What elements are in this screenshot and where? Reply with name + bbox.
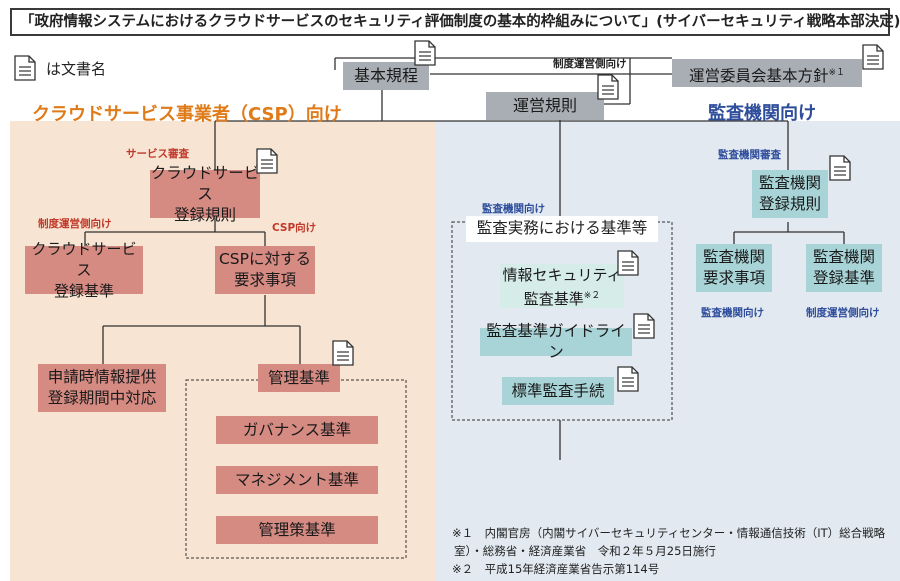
- guideline-doc: [633, 313, 655, 343]
- document-icon: [617, 366, 639, 392]
- committee-policy-mark: ※１: [828, 68, 846, 78]
- control-box: 管理策基準: [216, 516, 378, 544]
- infosec-criteria-box: 情報セキュリティ 監査基準※２: [500, 264, 624, 308]
- governance-box: ガバナンス基準: [216, 416, 378, 444]
- document-icon: [617, 250, 639, 276]
- service-review-label: サービス審査: [126, 148, 189, 160]
- audit-req-label: 監査機関向け: [701, 307, 764, 319]
- procedure-box: 標準監査手続: [502, 377, 614, 405]
- csp-operator-label: 制度運営側向け: [38, 218, 112, 230]
- committee-policy-doc: [862, 44, 884, 74]
- audit-reg-criteria-box: 監査機関 登録基準: [806, 244, 882, 292]
- csp-for-label: CSP向け: [272, 222, 317, 234]
- document-icon: [862, 44, 884, 70]
- audit-heading: 監査機関向け: [708, 103, 816, 124]
- page-title: 「政府情報システムにおけるクラウドサービスのセキュリティ評価制度の基本的枠組みに…: [10, 8, 900, 36]
- mgmt-criteria-doc: [332, 340, 354, 370]
- procedure-doc: [617, 366, 639, 396]
- document-icon: [332, 340, 354, 366]
- audit-reg-rules-box: 監査機関 登録規則: [752, 170, 828, 218]
- document-icon: [256, 148, 278, 174]
- infosec-criteria-label: 情報セキュリティ 監査基準: [502, 266, 622, 308]
- document-icon: [829, 155, 851, 181]
- mgmt-criteria-box: 管理基準: [258, 364, 340, 392]
- audit-for-label: 監査機関向け: [482, 203, 545, 215]
- legend-label: は文書名: [46, 60, 107, 78]
- csp-reg-rules-box: クラウドサービス 登録規則: [150, 163, 260, 224]
- application-box: 申請時情報提供 登録期間中対応: [38, 364, 166, 412]
- audit-practice-criteria: 監査実務における基準等: [466, 216, 658, 242]
- footnote-1: ※１ 内閣官房（内閣サイバーセキュリティセンター・情報通信技術（IT）総合戦略: [452, 526, 886, 540]
- footnotes: ※１ 内閣官房（内閣サイバーセキュリティセンター・情報通信技術（IT）総合戦略 …: [452, 524, 892, 578]
- basic-rules-box: 基本規程: [343, 62, 429, 90]
- audit-crit-label: 制度運営側向け: [806, 307, 880, 319]
- footnote-2: ※２ 平成15年経済産業省告示第114号: [452, 562, 660, 576]
- audit-review-label: 監査機関審査: [718, 149, 781, 161]
- document-icon: [597, 74, 619, 100]
- audit-reg-rules-doc: [829, 155, 851, 185]
- committee-policy-box: 運営委員会基本方針※１: [672, 59, 862, 87]
- footnote-1-cont: 室）・総務省・経済産業省 令和２年５月25日施行: [454, 544, 716, 558]
- document-icon: [633, 313, 655, 339]
- basic-rules-doc: [414, 40, 436, 70]
- csp-reg-criteria-box: クラウドサービス 登録基準: [25, 240, 143, 300]
- guideline-box: 監査基準ガイドライン: [480, 322, 632, 361]
- csp-heading: クラウドサービス事業者（CSP）向け: [32, 104, 342, 125]
- infosec-criteria-doc: [617, 250, 639, 280]
- infosec-criteria-mark: ※２: [583, 291, 601, 301]
- operator-label-top: 制度運営側向け: [553, 58, 627, 70]
- operation-rules-doc: [597, 74, 619, 104]
- csp-reg-rules-doc: [256, 148, 278, 178]
- management-box: マネジメント基準: [216, 466, 378, 494]
- csp-requirements-box: CSPに対する 要求事項: [215, 246, 315, 294]
- audit-requirements-box: 監査機関 要求事項: [696, 244, 772, 292]
- operation-rules-box: 運営規則: [486, 92, 604, 120]
- document-icon: [414, 40, 436, 66]
- committee-policy-label: 運営委員会基本方針: [688, 67, 829, 86]
- document-icon: [14, 55, 36, 81]
